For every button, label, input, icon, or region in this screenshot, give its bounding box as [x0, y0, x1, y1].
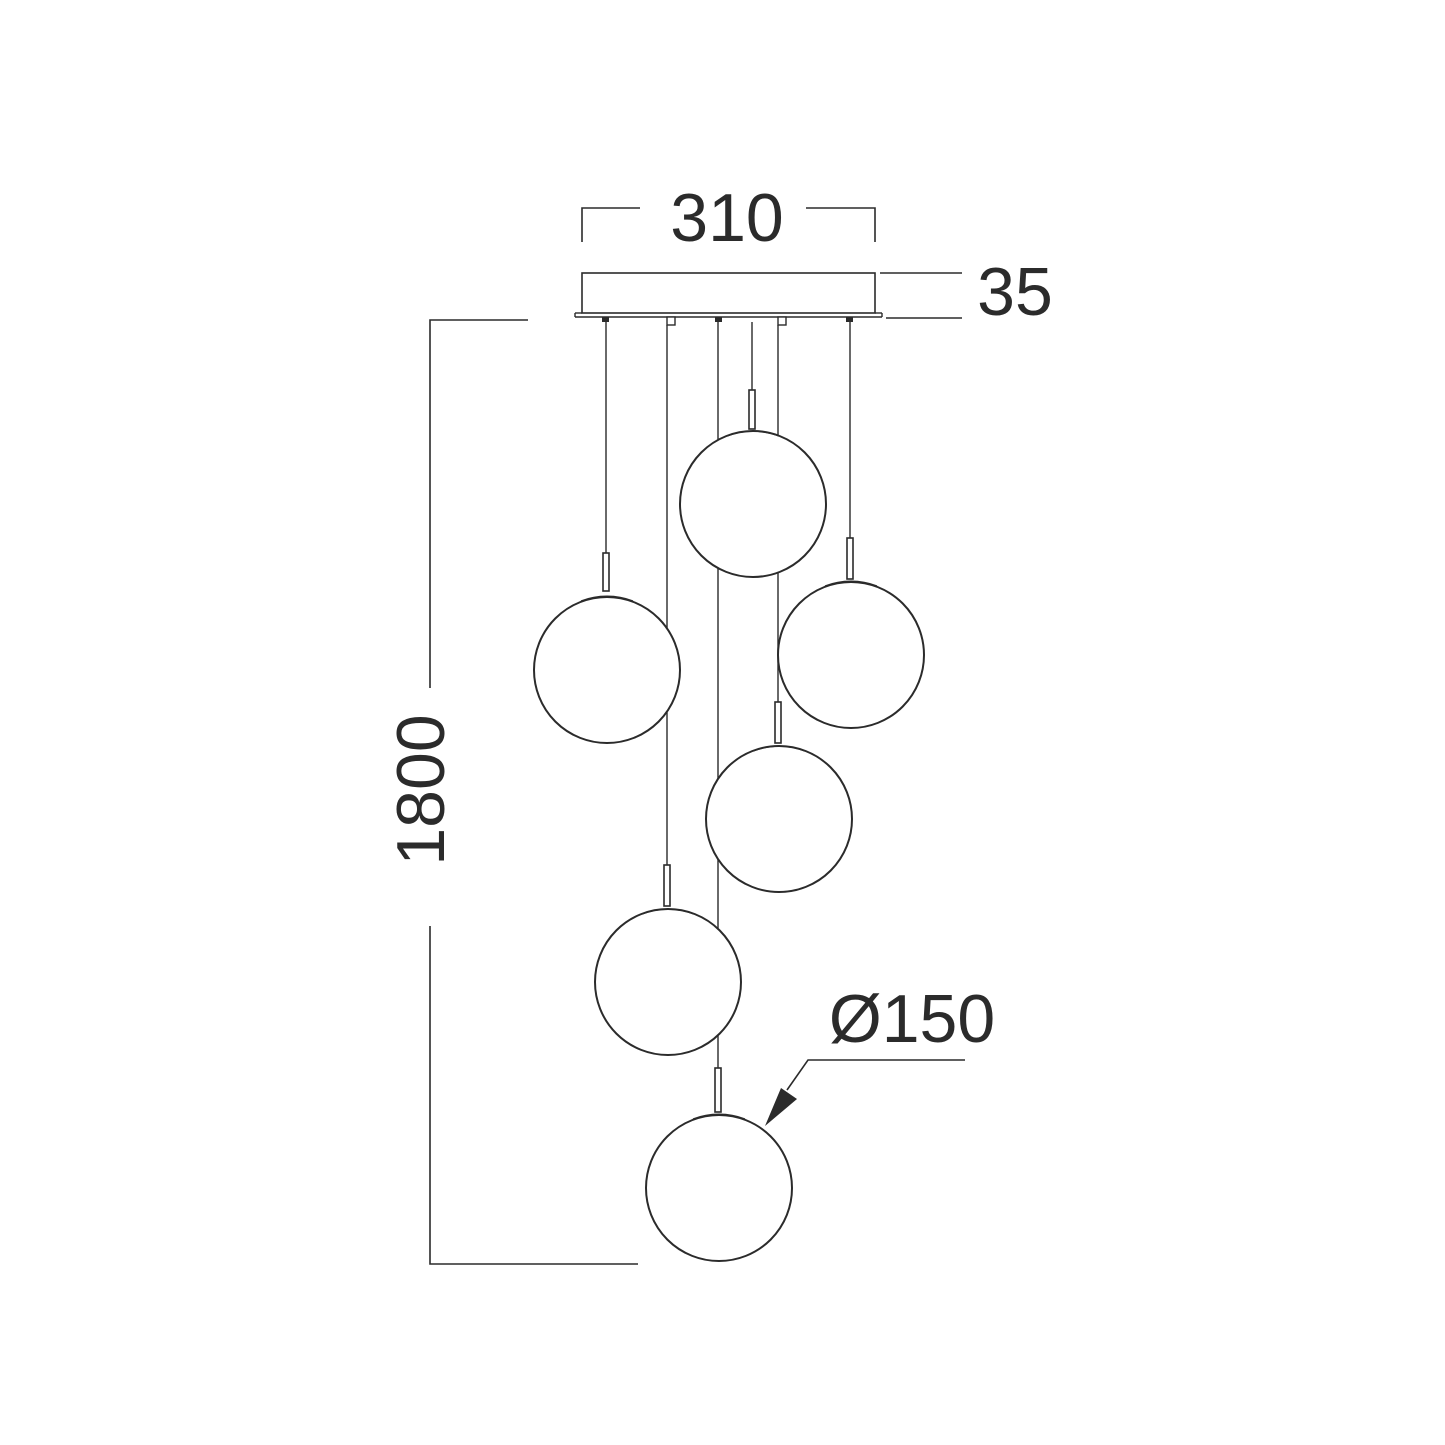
globe-lower-left-holder: [663, 864, 671, 907]
globe-right: [777, 537, 925, 729]
globe-left: [533, 552, 681, 744]
cable-entry-5: [846, 317, 853, 322]
canopy-height-dimension: 35: [880, 254, 1053, 330]
diameter-leader-line: [786, 1059, 965, 1091]
globe-bottom-holder: [714, 1067, 722, 1113]
canopy-body: [581, 272, 876, 314]
cable-entry-1: [602, 317, 609, 322]
diameter-arrowhead: [765, 1088, 797, 1126]
globe-middle-holder: [774, 701, 782, 744]
globe-left-shade: [533, 596, 681, 744]
globe-top-shade: [679, 430, 827, 578]
overall-height-dimension: 1800: [383, 319, 638, 1265]
globe-right-shade: [777, 581, 925, 729]
cable-entry-2: [666, 316, 676, 326]
width-dimension-left-bracket: [581, 207, 640, 242]
canopy-height-label: 35: [977, 254, 1053, 330]
globe-top-holder: [748, 389, 756, 430]
globe-lower-left: [594, 864, 742, 1056]
overall-height-bottom-bracket: [429, 926, 638, 1265]
globe-top: [679, 389, 827, 578]
overall-height-top-bracket: [429, 319, 528, 688]
globe-left-holder: [602, 552, 610, 592]
width-dimension-right-bracket: [806, 207, 876, 242]
width-dimension: 310: [581, 180, 876, 256]
globe-right-holder: [846, 537, 854, 580]
globe-bottom: [645, 1067, 793, 1262]
diameter-label: Ø150: [829, 981, 995, 1057]
globe-middle: [705, 701, 853, 893]
globe-lower-left-shade: [594, 908, 742, 1056]
overall-height-label: 1800: [383, 714, 459, 865]
diameter-callout: Ø150: [765, 981, 995, 1126]
cable-entry-3: [715, 317, 722, 322]
cable-entry-4: [777, 316, 787, 326]
globe-middle-shade: [705, 745, 853, 893]
ceiling-canopy: [574, 272, 883, 326]
globe-bottom-shade: [645, 1114, 793, 1262]
width-dimension-label: 310: [670, 180, 783, 256]
